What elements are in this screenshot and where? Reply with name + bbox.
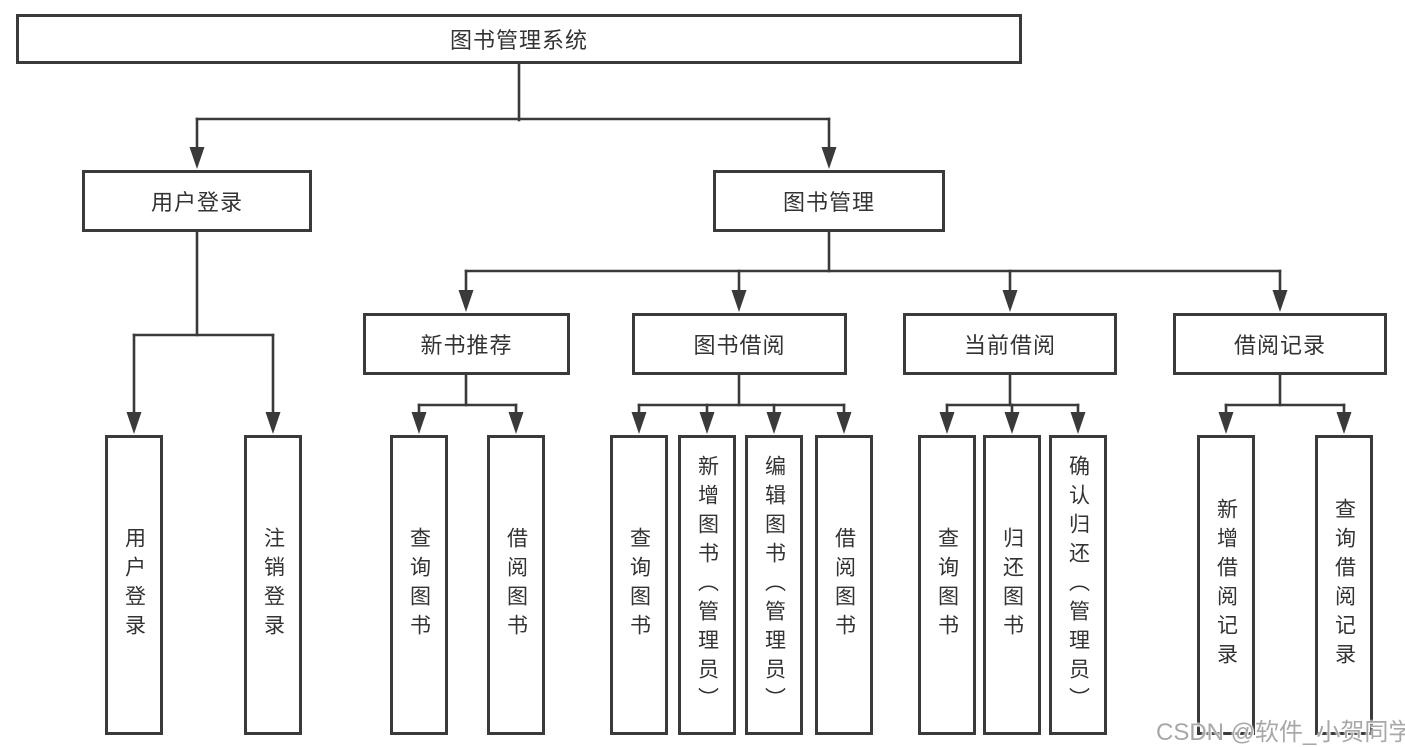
node-label: 图书借阅: [693, 333, 786, 358]
connector-root-to-level2: [195, 62, 831, 152]
node-current-borrowing: 当前借阅: [903, 313, 1117, 375]
leaf-confirm-return-admin: 确认归还（管理员）: [1049, 435, 1107, 735]
node-borrowing-records: 借阅记录: [1173, 313, 1387, 375]
csdn-watermark: CSDN @软件_小贺同学: [1156, 719, 1405, 746]
node-new-book-recommendation: 新书推荐: [363, 313, 570, 375]
connector-current-borrowing-to-leaves: [945, 371, 1080, 418]
leaf-add-books-admin: 新增图书（管理员）: [678, 435, 736, 735]
node-book-management: 图书管理: [713, 170, 945, 232]
node-label: 注销登录: [261, 527, 285, 643]
node-label: 查询图书: [407, 527, 431, 643]
node-label: 新增图书（管理员）: [695, 454, 719, 716]
node-root-system: 图书管理系统: [16, 14, 1022, 64]
leaf-logout: 注销登录: [244, 435, 302, 735]
leaf-add-borrow-record: 新增借阅记录: [1197, 435, 1255, 735]
connector-borrowing-records-to-leaves: [1224, 371, 1346, 418]
node-label: 新书推荐: [420, 333, 513, 358]
leaf-edit-books-admin: 编辑图书（管理员）: [745, 435, 803, 735]
node-label: 当前借阅: [963, 333, 1056, 358]
node-label: 用户登录: [122, 527, 146, 643]
node-label: 编辑图书（管理员）: [762, 454, 786, 716]
arrowheads: [126, 147, 1352, 434]
node-user-login: 用户登录: [82, 170, 312, 232]
leaf-query-books-current: 查询图书: [918, 435, 976, 735]
node-label: 查询图书: [627, 527, 651, 643]
leaf-return-books: 归还图书: [983, 435, 1041, 735]
node-label: 图书管理系统: [449, 28, 588, 53]
connector-user-login-to-leaves: [132, 228, 275, 418]
node-label: 新增借阅记录: [1214, 498, 1238, 672]
leaf-user-login: 用户登录: [105, 435, 163, 735]
connector-book-management-to-level3: [464, 228, 1282, 296]
node-label: 借阅记录: [1233, 333, 1326, 358]
node-label: 归还图书: [1000, 527, 1024, 643]
node-label: 图书管理: [782, 190, 875, 215]
node-label: 查询图书: [935, 527, 959, 643]
leaf-query-borrow-record: 查询借阅记录: [1315, 435, 1373, 735]
leaf-borrow-books-borrowing: 借阅图书: [815, 435, 873, 735]
leaf-query-books-borrowing: 查询图书: [610, 435, 668, 735]
node-label: 确认归还（管理员）: [1066, 454, 1090, 716]
node-book-borrowing: 图书借阅: [632, 313, 847, 375]
connector-new-book-recommendation-to-leaves: [417, 371, 518, 418]
node-label: 用户登录: [150, 190, 243, 215]
node-label: 查询借阅记录: [1332, 498, 1356, 672]
leaf-query-books-recommend: 查询图书: [390, 435, 448, 735]
node-label: 借阅图书: [832, 527, 856, 643]
node-label: 借阅图书: [504, 527, 528, 643]
connector-book-borrowing-to-leaves: [637, 371, 846, 418]
leaf-borrow-books-recommend: 借阅图书: [487, 435, 545, 735]
